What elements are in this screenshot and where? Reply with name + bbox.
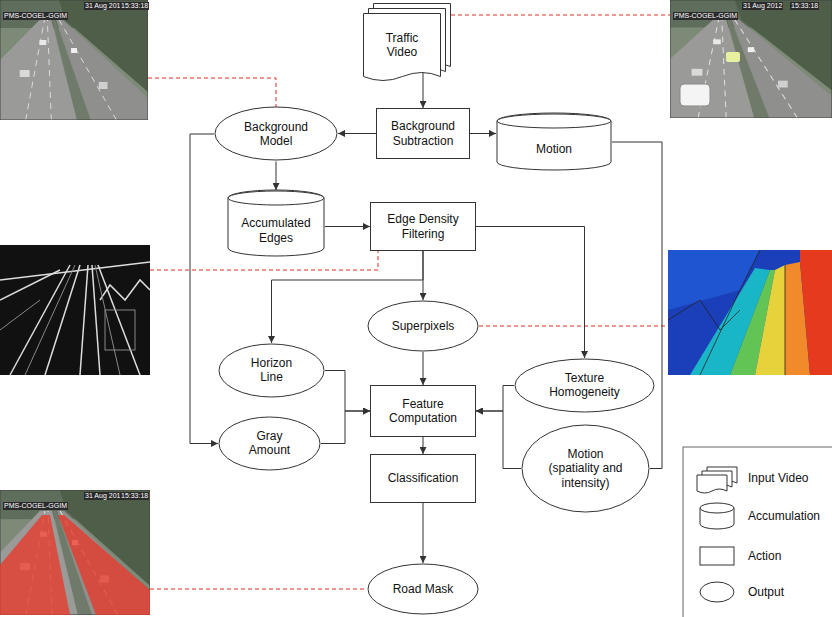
node-text: Superpixels	[392, 319, 455, 333]
legend-text: Accumulation	[748, 509, 820, 523]
connector	[190, 134, 218, 444]
node-label: Motion	[536, 142, 572, 156]
connector	[423, 71, 424, 108]
node-label: Traffic Video	[378, 31, 426, 60]
photo-caption: 15:33:18	[790, 2, 819, 10]
connector	[325, 226, 370, 227]
photo-caption: PMS-COGEL-GGIM	[673, 12, 738, 20]
process-box: Feature Computation	[370, 385, 476, 437]
output-ellipse: Texture Homogeneity	[514, 358, 655, 413]
process-box: Classification	[370, 454, 476, 503]
node-label: Background Subtraction	[383, 119, 463, 148]
photo-caption: 15:33:18	[120, 492, 149, 500]
node-text: Classification	[388, 471, 459, 485]
node-label: Texture Homogeneity	[540, 371, 630, 400]
node-text: Background Subtraction	[383, 119, 463, 148]
node-label: Accumulated Edges	[236, 216, 316, 245]
node-label: Road Mask	[393, 582, 454, 596]
node-text: Feature Computation	[381, 397, 465, 426]
connector	[423, 437, 424, 454]
output-ellipse: Background Model	[214, 106, 338, 161]
node-text: Texture Homogeneity	[540, 371, 630, 400]
output-ellipse: Superpixels	[367, 300, 479, 352]
legend-text: Output	[748, 585, 784, 599]
output-ellipse: Motion (spatiality and intensity)	[521, 424, 650, 513]
node-label: Background Model	[236, 120, 316, 149]
node-text: Edge Density Filtering	[381, 212, 465, 241]
node-label: Edge Density Filtering	[381, 212, 465, 241]
connector	[476, 411, 521, 469]
node-text: Gray Amount	[242, 429, 298, 458]
node-label: Feature Computation	[381, 397, 465, 426]
connector	[321, 411, 370, 444]
output-ellipse: Road Mask	[367, 563, 479, 615]
node-text: Motion	[536, 142, 572, 156]
node-text: Traffic Video	[378, 31, 426, 60]
legend-text: Action	[748, 549, 781, 563]
node-text: Road Mask	[393, 582, 454, 596]
node-text: Motion (spatiality and intensity)	[546, 447, 626, 490]
connector	[276, 162, 277, 191]
node-label: Superpixels	[392, 319, 455, 333]
accumulation-cylinder: Motion	[496, 113, 612, 171]
output-ellipse: Gray Amount	[218, 416, 321, 471]
input-document: Traffic Video	[363, 3, 451, 85]
node-label: Gray Amount	[242, 429, 298, 458]
connector	[423, 503, 424, 563]
photo-caption: 15:33:18	[120, 2, 149, 10]
photo-caption: PMS-COGEL-GGIM	[3, 12, 68, 20]
node-label: Classification	[388, 471, 459, 485]
process-box: Background Subtraction	[376, 108, 470, 159]
photo-caption: 31 Aug 2012	[742, 2, 783, 10]
node-text: Accumulated Edges	[236, 216, 316, 245]
accumulation-cylinder: Accumulated Edges	[227, 190, 325, 257]
connector	[612, 142, 662, 469]
output-ellipse: Horizon Line	[218, 343, 325, 398]
connector	[325, 371, 370, 412]
node-label: Motion (spatiality and intensity)	[546, 447, 626, 490]
connector	[476, 386, 514, 412]
node-text: Background Model	[236, 120, 316, 149]
legend-text: Input Video	[748, 471, 809, 485]
connector	[338, 133, 376, 134]
connector	[423, 352, 424, 385]
connector	[476, 227, 585, 359]
process-box: Edge Density Filtering	[370, 202, 476, 251]
photo-caption: PMS-COGEL-GGIM	[3, 502, 68, 510]
node-label: Horizon Line	[242, 356, 302, 385]
node-text: Horizon Line	[242, 356, 302, 385]
connector	[470, 133, 496, 134]
